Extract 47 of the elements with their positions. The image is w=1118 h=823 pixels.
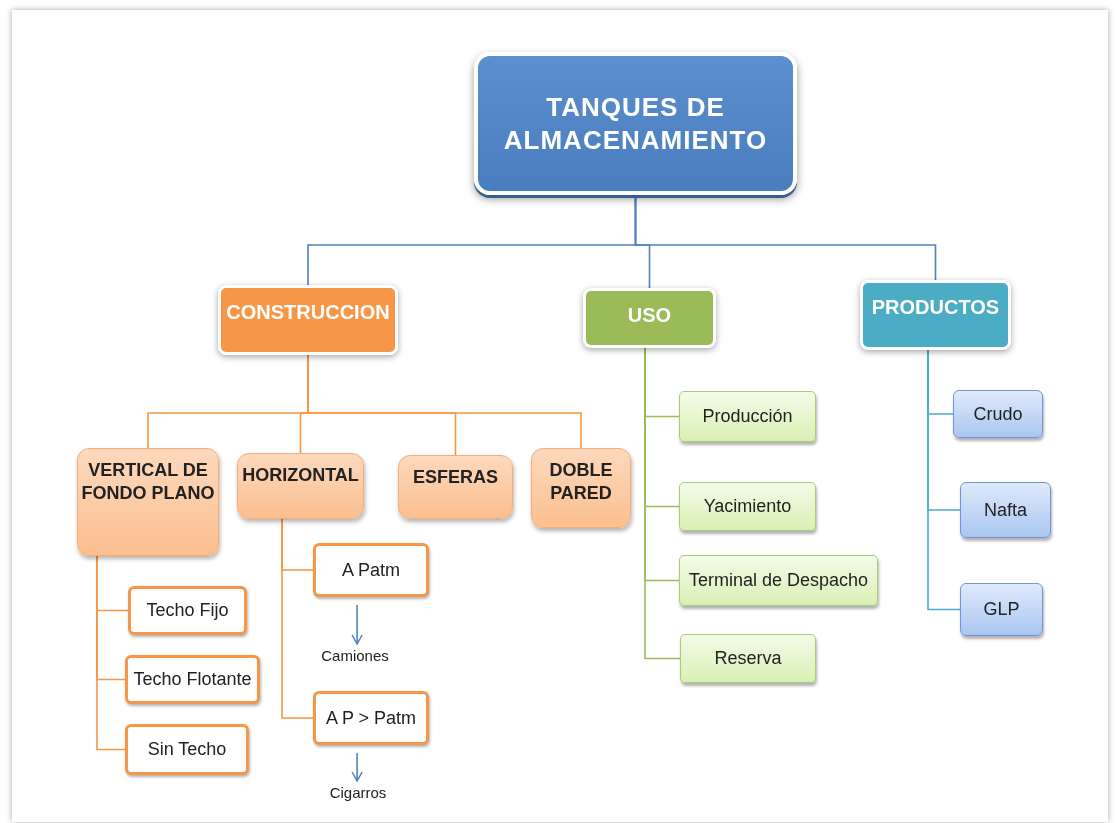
item-box [125, 655, 260, 704]
connector-line [96, 555, 126, 751]
subcategory-box [531, 448, 631, 528]
node-label: Producción [702, 405, 793, 428]
node-label: Reserva [714, 647, 782, 670]
category-box [860, 280, 1011, 350]
item-box [679, 482, 816, 531]
item-box [680, 634, 816, 683]
subcategory-box [237, 453, 364, 519]
node-label: ESFERAS [413, 466, 498, 489]
node-label: Yacimiento [703, 495, 792, 518]
node-label: USO [627, 303, 672, 328]
note-text: Camiones [315, 644, 395, 666]
node-label: GLP [983, 598, 1020, 621]
item-box [960, 482, 1051, 538]
node-label: A P > Patm [325, 706, 417, 730]
arrow [351, 752, 363, 782]
node-label: TANQUES DE ALMACENAMIENTO [503, 91, 768, 156]
node-label: Techo Fijo [146, 599, 229, 622]
category-box [583, 288, 716, 348]
subcategory-box [77, 448, 219, 556]
node-label: CONSTRUCCION [226, 300, 390, 325]
category-box [218, 285, 398, 355]
note-text: Cigarros [322, 781, 394, 803]
arrow [351, 604, 363, 645]
item-box [679, 555, 878, 606]
item-box [125, 724, 249, 775]
item-box [953, 390, 1043, 438]
connector-line [644, 347, 681, 660]
node-label: Techo Flotante [133, 668, 252, 691]
node-label: Terminal de Despacho [688, 569, 869, 592]
node-label: Nafta [984, 498, 1027, 522]
node-label: HORIZONTAL [242, 464, 359, 487]
node-label: PRODUCTOS [871, 295, 1000, 320]
item-box [313, 543, 429, 597]
item-box [313, 691, 429, 745]
node-label: DOBLE PARED [548, 459, 614, 504]
node-label: Sin Techo [147, 738, 227, 761]
node-label: Crudo [973, 402, 1023, 426]
node-label: A Patm [342, 558, 400, 582]
connector-line [927, 349, 961, 611]
item-box [960, 583, 1043, 636]
connector-line [281, 518, 314, 719]
item-box [128, 586, 247, 635]
subcategory-box [398, 455, 513, 519]
node-label: VERTICAL DE FONDO PLANO [80, 459, 216, 504]
item-box [679, 391, 816, 442]
